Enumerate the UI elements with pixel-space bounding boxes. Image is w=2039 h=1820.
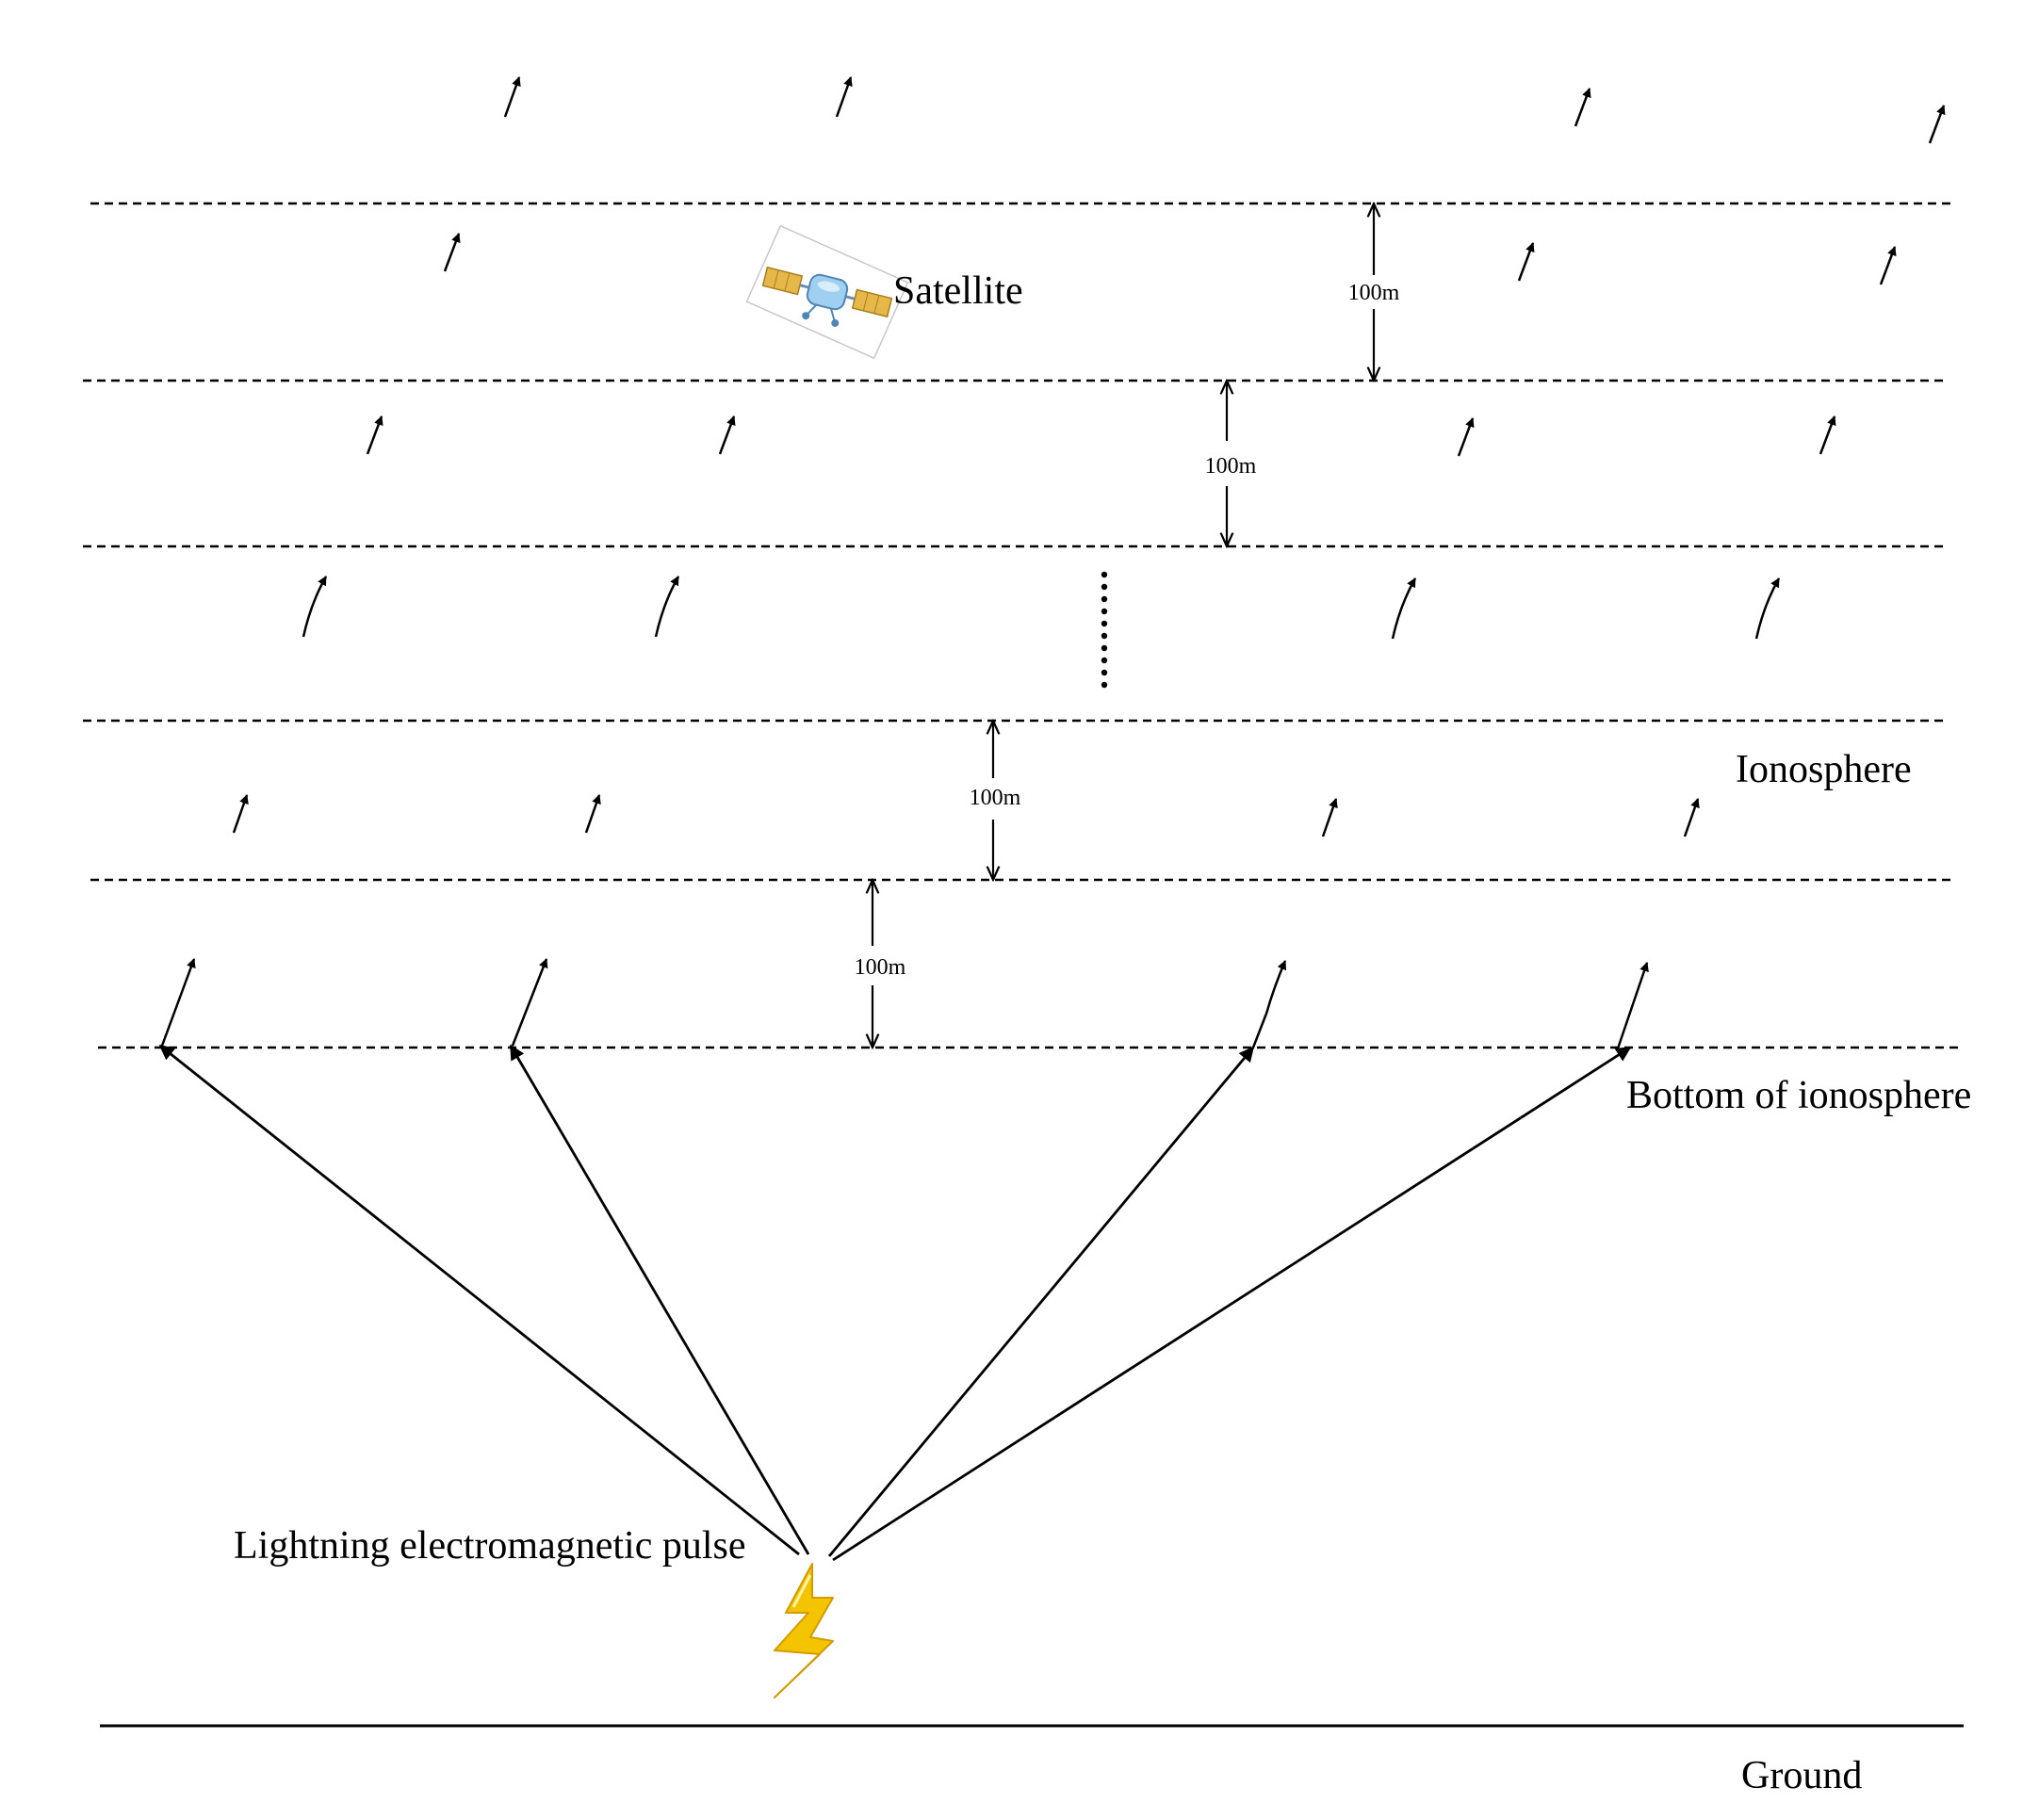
field-arrow [1819, 415, 1836, 455]
layer-boundaries [83, 202, 1960, 1049]
field-arrow [232, 794, 249, 834]
spacing-label-4: 100m [855, 955, 906, 980]
ground-label: Ground [1741, 1754, 1862, 1797]
field-arrow [835, 76, 853, 118]
field-arrow [511, 958, 548, 1047]
pulse-ray [509, 1044, 810, 1555]
field-arrow [1391, 577, 1417, 640]
field-arrow [584, 794, 601, 834]
spacing-label-2: 100m [1205, 454, 1257, 479]
pulse-rays [158, 1044, 1632, 1562]
continuation-dots [1101, 571, 1108, 689]
field-arrow [1928, 105, 1946, 144]
satellite-label: Satellite [893, 269, 1023, 313]
bottom-of-ionosphere-label: Bottom of ionosphere [1626, 1074, 1971, 1117]
field-arrow [654, 576, 680, 638]
lightning-pulse-label: Lightning electromagnetic pulse [234, 1524, 746, 1568]
field-arrow [1251, 960, 1287, 1048]
pulse-ray [158, 1044, 800, 1556]
satellite-icon [745, 224, 909, 360]
spacing-markers [873, 203, 1374, 1048]
ionosphere-label: Ionosphere [1736, 748, 1912, 791]
field-arrow [1321, 798, 1338, 837]
field-arrow [443, 233, 461, 272]
spacing-label-1: 100m [1348, 281, 1400, 305]
field-arrow [1615, 962, 1649, 1052]
field-arrows [160, 76, 1946, 1052]
field-arrow [366, 415, 383, 455]
field-arrow [1754, 577, 1781, 640]
pulse-ray [827, 1046, 1255, 1557]
field-arrow [1683, 798, 1700, 837]
field-arrow [1517, 242, 1535, 282]
field-arrow [718, 415, 736, 455]
pulse-ray [832, 1046, 1632, 1562]
field-arrow [1574, 88, 1591, 127]
lightning-bolt-icon [774, 1563, 834, 1698]
field-arrow [1457, 417, 1475, 457]
spacing-label-3: 100m [970, 786, 1021, 810]
field-arrow [1879, 246, 1897, 285]
field-arrow [302, 576, 328, 638]
field-arrow [160, 958, 196, 1047]
field-arrow [503, 76, 521, 118]
